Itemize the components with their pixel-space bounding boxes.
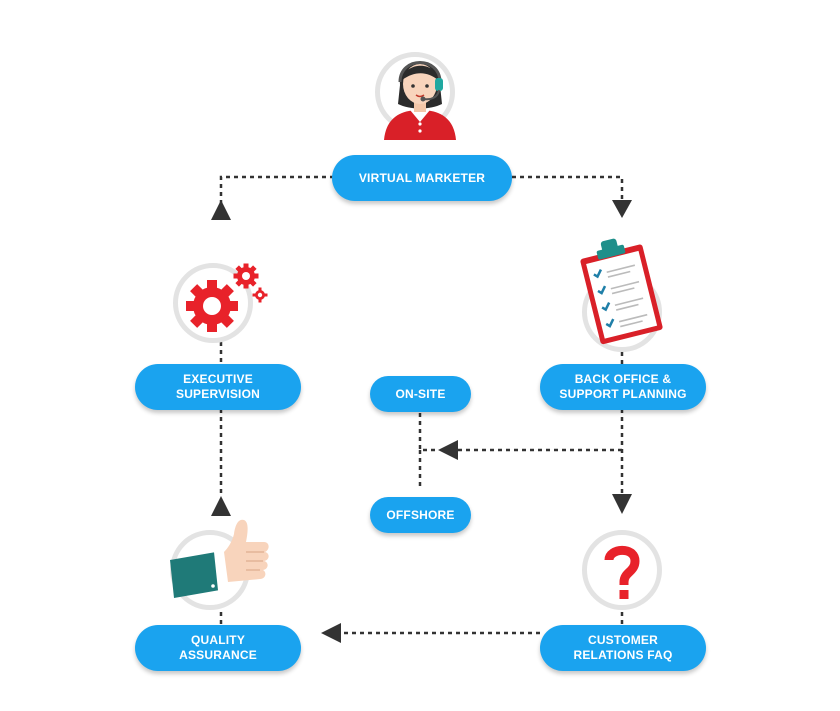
arrow-up-exec [211,200,231,220]
arrow-down-backoffice [612,200,632,218]
on-site-node: ON-SITE [370,376,471,412]
back-office-node: BACK OFFICE & SUPPORT PLANNING [540,364,706,410]
quality-assurance-label-line2: ASSURANCE [179,648,257,662]
arrow-left-quality [321,623,341,643]
connector-vm-to-backoffice [512,175,624,200]
executive-supervision-label-line1: EXECUTIVE [183,372,253,386]
customer-relations-label-line1: CUSTOMER [587,633,659,647]
back-office-label-line2: SUPPORT PLANNING [559,387,687,401]
arrow-down-customer [612,494,632,514]
virtual-marketer-node: VIRTUAL MARKETER [332,155,512,201]
executive-supervision-label-line2: SUPERVISION [175,387,260,401]
thumbs-up-icon [170,519,269,598]
quality-assurance-label-line1: QUALITY [190,633,246,647]
arrow-up-quality [211,496,231,516]
question-mark-icon [604,545,640,599]
offshore-label: OFFSHORE [386,507,455,522]
arrow-left-onsite-offshore [438,440,458,460]
quality-assurance-node: QUALITY ASSURANCE [135,625,301,671]
offshore-node: OFFSHORE [370,497,471,533]
headset-agent-icon [384,61,456,140]
virtual-marketer-label: VIRTUAL MARKETER [358,170,486,185]
on-site-label: ON-SITE [395,386,446,401]
connector-vm-to-exec [219,175,334,222]
clipboard-checklist-icon [580,238,663,345]
customer-relations-label-line2: RELATIONS FAQ [573,648,673,662]
executive-supervision-node: EXECUTIVE SUPERVISION [135,364,301,410]
back-office-label-line1: BACK OFFICE & [574,372,672,386]
gears-icon [186,263,268,332]
customer-relations-node: CUSTOMER RELATIONS FAQ [540,625,706,671]
connector-onsite-offshore-bracket [418,413,438,489]
